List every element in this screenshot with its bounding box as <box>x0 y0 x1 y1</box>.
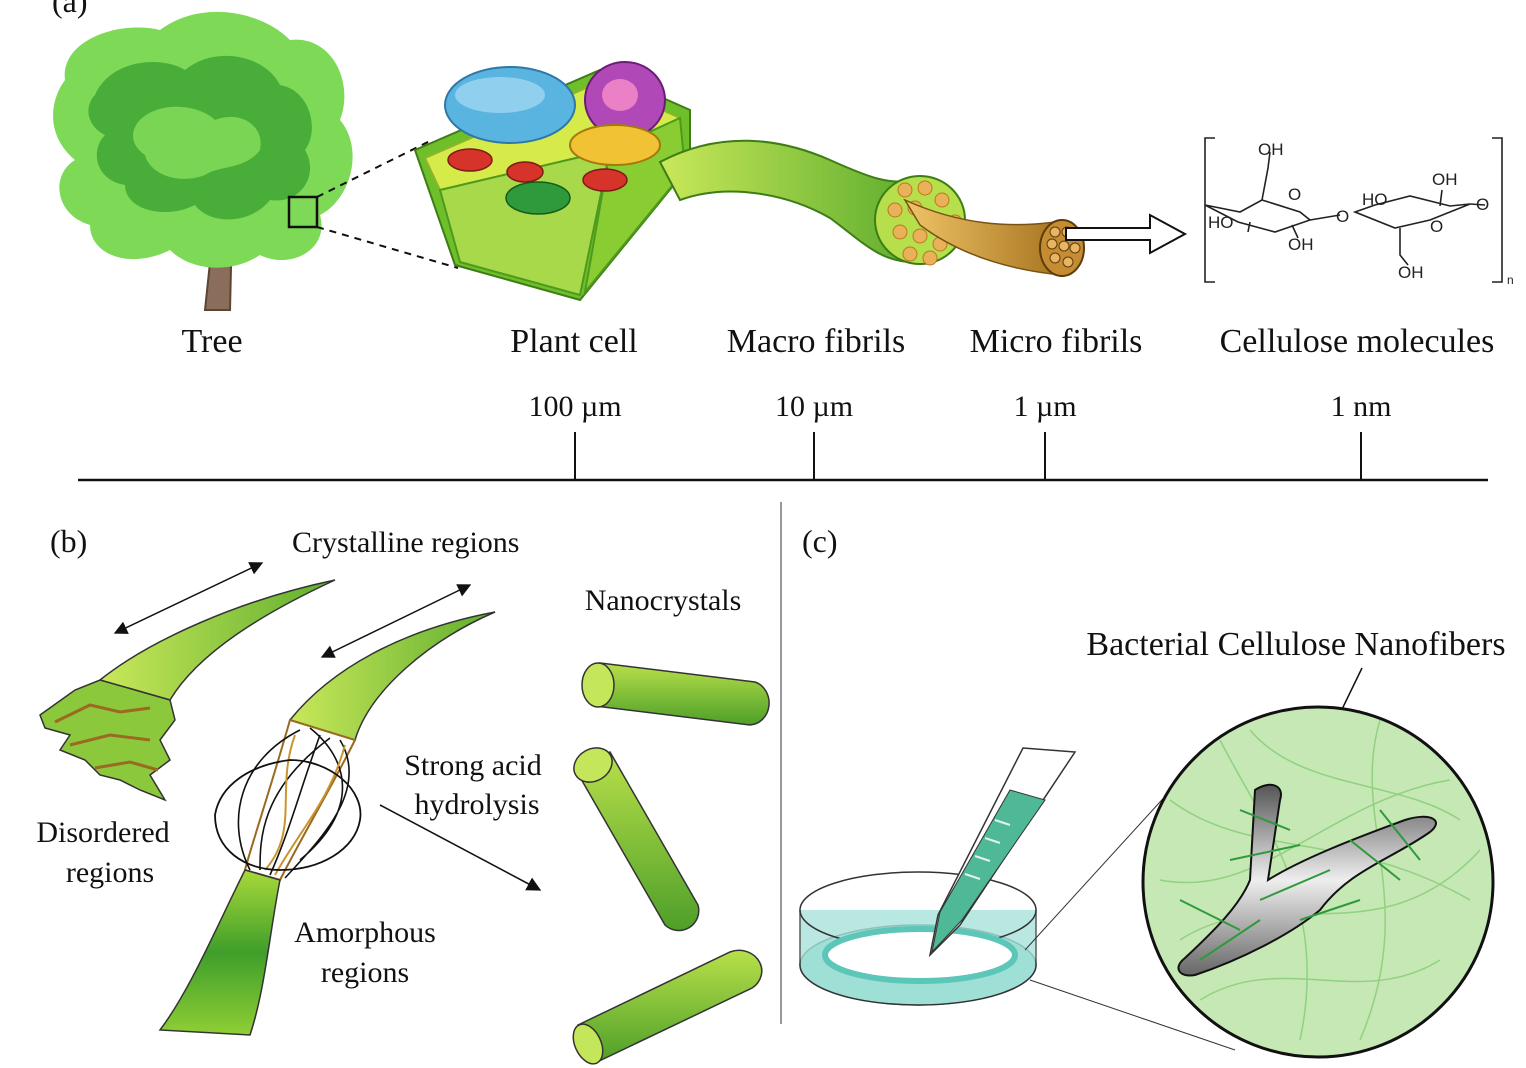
label-crystalline-regions: Crystalline regions <box>292 526 519 559</box>
chem-o-ring2: O <box>1430 217 1443 236</box>
chem-ho-left: HO <box>1208 213 1234 232</box>
label-tree: Tree <box>181 323 242 360</box>
scale-tick-100um: 100 µm <box>528 390 621 423</box>
hydrolysis-arrow <box>379 804 542 891</box>
label-macro-fibrils: Macro fibrils <box>727 323 905 360</box>
disordered-fiber-illustration <box>39 579 336 802</box>
chem-subscript-n: n <box>1507 273 1514 287</box>
nanocrystal-rod-1 <box>581 662 770 726</box>
plant-cell-illustration <box>413 61 691 302</box>
label-bacterial-cellulose-nanofibers: Bacterial Cellulose Nanofibers <box>1086 626 1505 663</box>
label-strong-acid: Strong acid <box>404 749 541 782</box>
amorphous-fiber-illustration <box>158 611 496 1036</box>
label-hydrolysis: hydrolysis <box>414 788 539 821</box>
label-micro-fibrils: Micro fibrils <box>970 323 1143 360</box>
chem-oh-bottom2: OH <box>1398 263 1424 282</box>
cellulose-structure <box>1204 137 1503 283</box>
chem-o-link: O <box>1336 207 1349 226</box>
crystalline-arrow-left <box>113 562 264 634</box>
label-amorphous-line1: Amorphous <box>294 916 436 949</box>
macro-fibril-illustration <box>658 139 966 266</box>
panel-a-label: (a) <box>52 0 88 19</box>
chem-oh-top: OH <box>1258 140 1284 159</box>
pipette-illustration <box>928 747 1077 958</box>
magnify-line-top <box>1024 779 1181 951</box>
crystalline-arrow-right <box>320 584 472 658</box>
zoom-line-top <box>316 139 433 198</box>
panel-c-label: (c) <box>802 523 838 559</box>
scale-tick-10um: 10 µm <box>775 390 853 423</box>
nanocrystal-rod-2 <box>573 747 700 932</box>
micro-fibril-illustration <box>903 198 1085 277</box>
chem-oh-ring2: OH <box>1432 170 1458 189</box>
panel-b-label: (b) <box>50 523 87 559</box>
to-molecule-arrow <box>1065 213 1188 255</box>
label-disordered-line2: regions <box>66 856 154 889</box>
label-plant-cell: Plant cell <box>510 323 637 360</box>
scale-tick-1um: 1 µm <box>1013 390 1076 423</box>
chem-o-right: O <box>1476 195 1489 214</box>
size-scale-axis <box>78 432 1488 482</box>
zoom-line-bottom <box>316 226 459 269</box>
label-cellulose-molecules: Cellulose molecules <box>1220 323 1495 360</box>
magnified-nanofiber-circle <box>1141 705 1495 1059</box>
chem-o-ring1: O <box>1288 185 1301 204</box>
label-nanocrystals: Nanocrystals <box>585 584 742 617</box>
tree-illustration <box>53 11 353 311</box>
nanocrystal-rod-3 <box>572 949 763 1065</box>
magnify-line-bottom <box>1029 979 1236 1051</box>
chem-ho-ring2: HO <box>1362 190 1388 209</box>
chem-oh-bottom1: OH <box>1288 235 1314 254</box>
petri-dish-illustration <box>799 871 1037 1006</box>
label-amorphous-line2: regions <box>321 956 409 989</box>
label-disordered-line1: Disordered <box>36 816 169 849</box>
scale-tick-1nm: 1 nm <box>1331 390 1392 423</box>
